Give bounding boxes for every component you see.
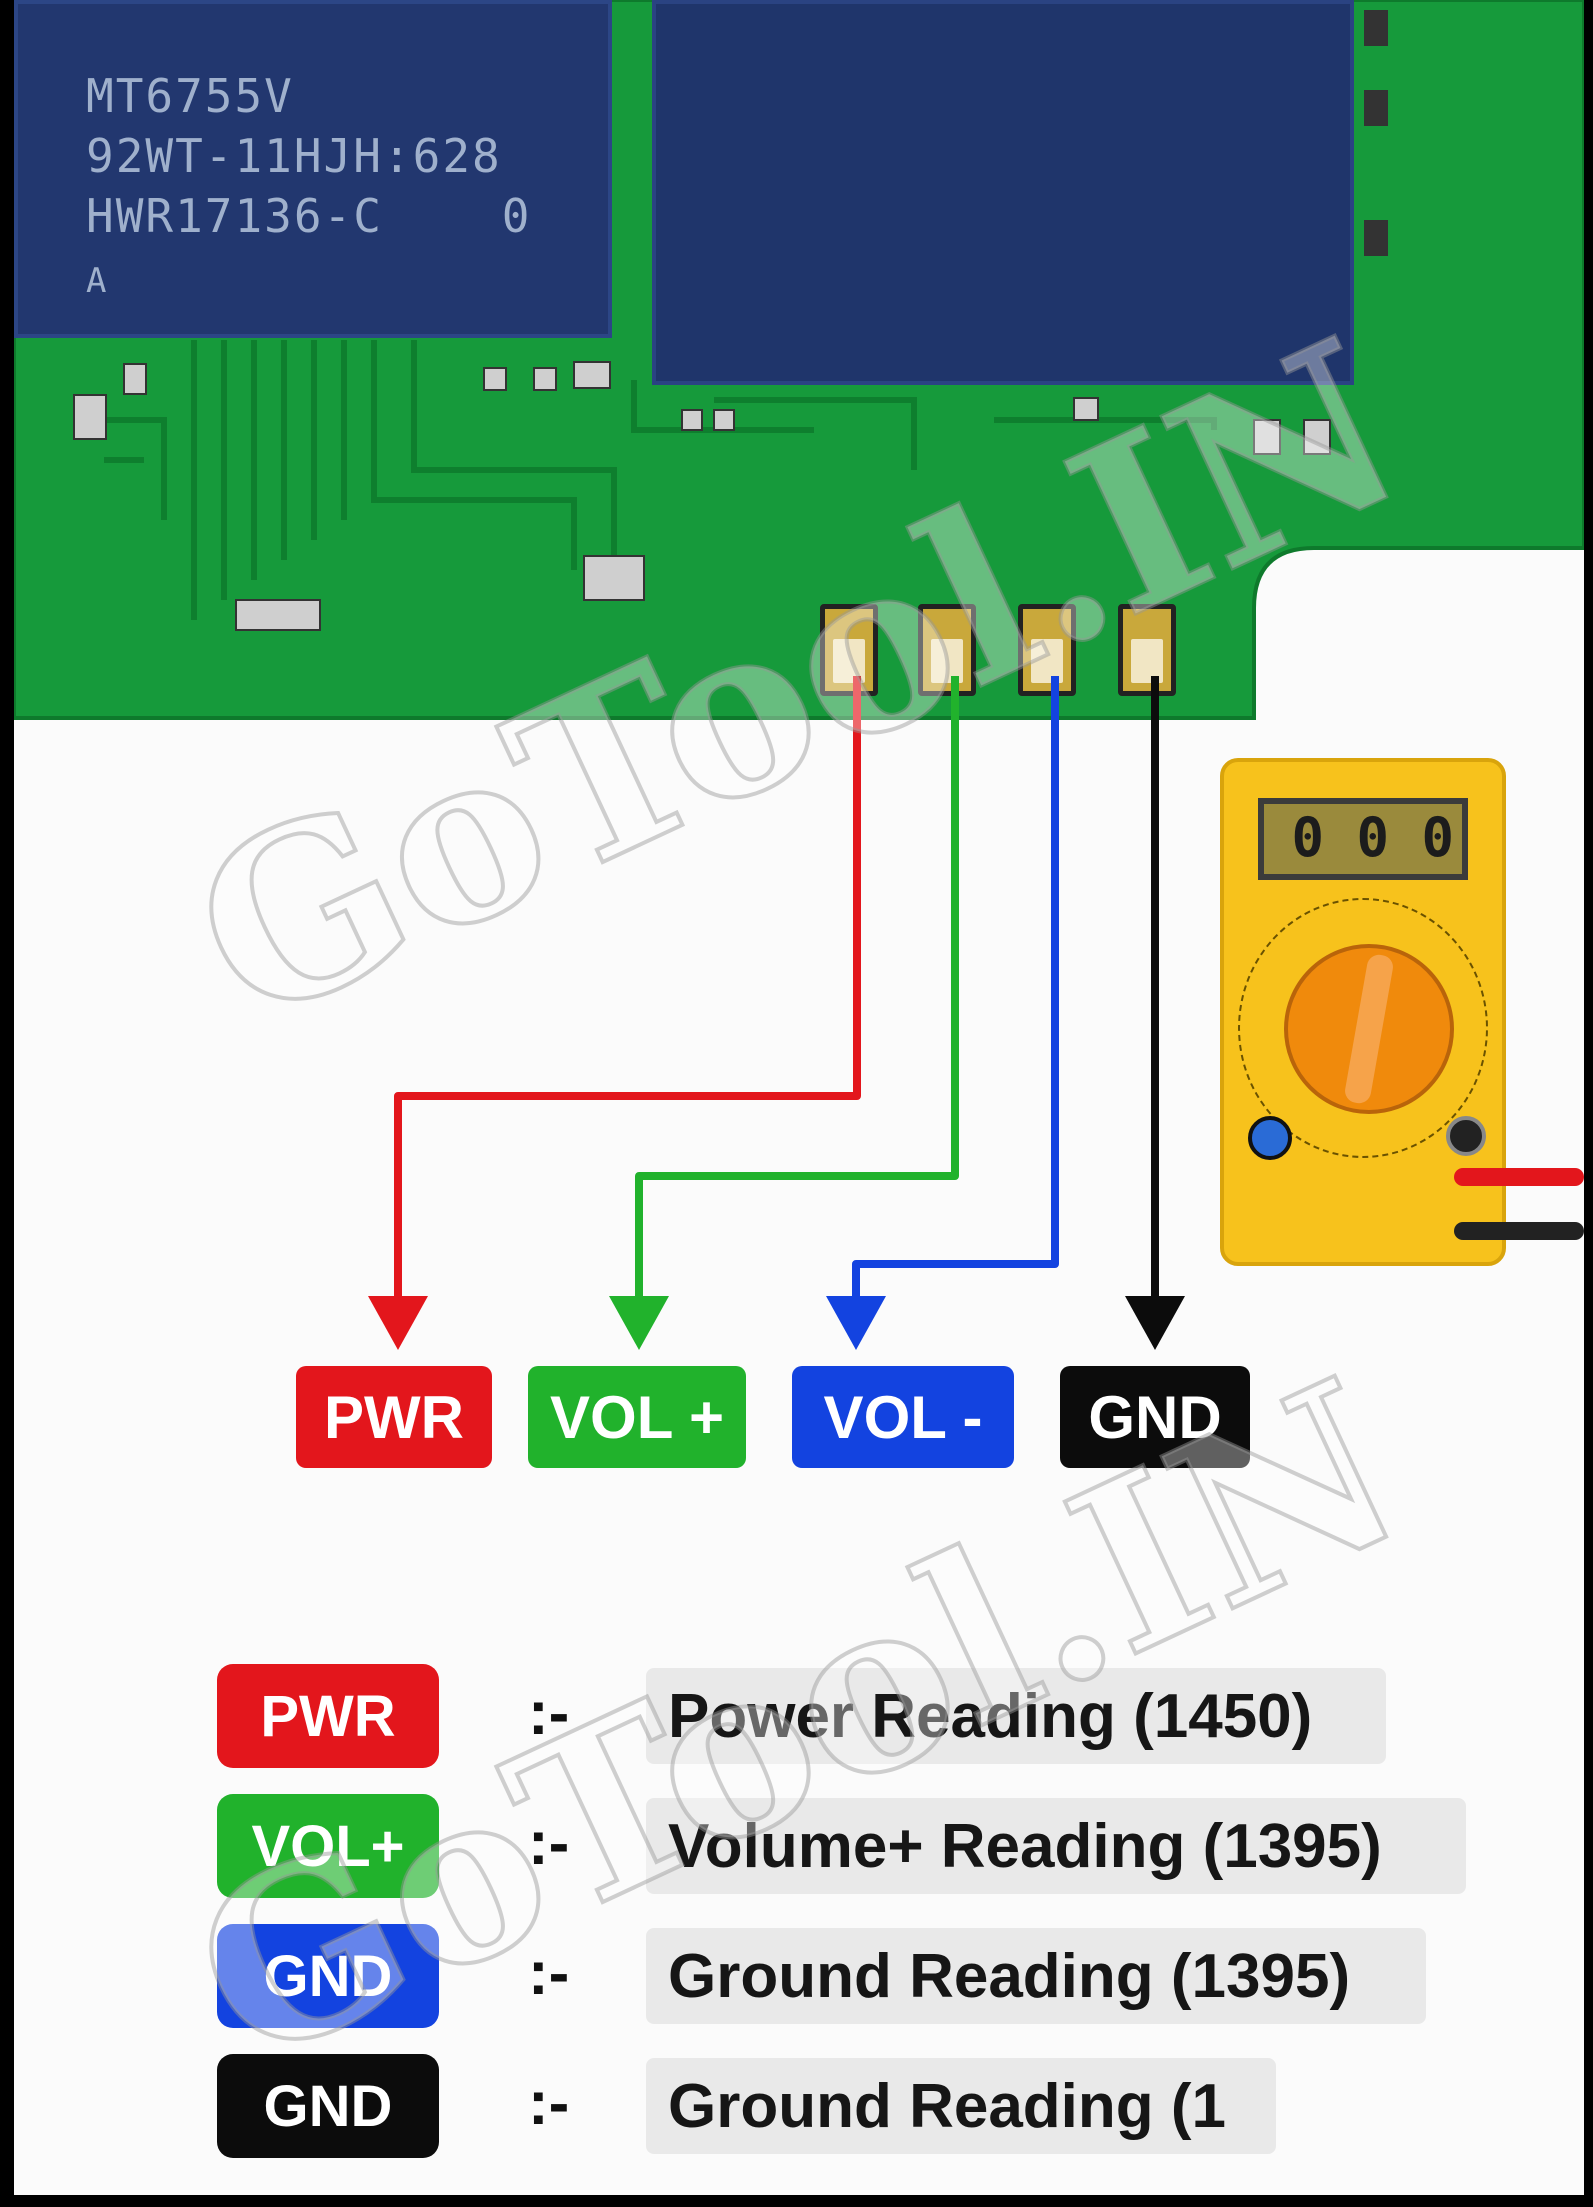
diagram-frame: MT6755V 92WT-11HJH:628 HWR17136-C 0 A 0 … (14, 0, 1584, 2195)
chip-marking: MT6755V 92WT-11HJH:628 HWR17136-C 0 A (86, 69, 532, 301)
legend-badge-pwr: PWR (217, 1664, 439, 1768)
legend-row-pwr: PWR :- Power Reading (1450) (14, 1664, 1584, 1774)
legend-row-vol-plus: VOL+ :- Volume+ Reading (1395) (14, 1794, 1584, 1904)
vol-plus-arrow (609, 1296, 669, 1350)
legend-separator: :- (528, 1939, 570, 2008)
multimeter: 0 0 0 (1220, 758, 1506, 1266)
red-probe-cable (1454, 1168, 1584, 1186)
legend-reading-vol-plus: Volume+ Reading (1395) (646, 1798, 1466, 1894)
legend-row-gnd-black: GND :- Ground Reading (1 (14, 2054, 1584, 2164)
label-pwr: PWR (296, 1366, 492, 1468)
label-gnd: GND (1060, 1366, 1250, 1468)
legend-badge-gnd-blue: GND (217, 1924, 439, 2028)
zero-adjust-knob (1248, 1116, 1292, 1160)
pwr-wire (394, 676, 861, 1296)
legend-reading-gnd-blue: Ground Reading (1395) (646, 1928, 1426, 2024)
label-vol-plus: VOL + (528, 1366, 746, 1468)
memory-chip (652, 0, 1354, 385)
legend-badge-gnd-black: GND (217, 2054, 439, 2158)
vol-minus-arrow (826, 1296, 886, 1350)
test-pad-pwr (820, 604, 878, 696)
legend-row-gnd-blue: GND :- Ground Reading (1395) (14, 1924, 1584, 2034)
black-probe-cable (1454, 1222, 1584, 1240)
pwr-arrow (368, 1296, 428, 1350)
multimeter-scale (1238, 898, 1488, 1158)
wire-diagram (368, 676, 1185, 1350)
soc-chip: MT6755V 92WT-11HJH:628 HWR17136-C 0 A (14, 0, 612, 338)
legend-badge-vol-plus: VOL+ (217, 1794, 439, 1898)
rotary-dial (1284, 944, 1454, 1114)
gnd-arrow (1125, 1296, 1185, 1350)
probe-jack (1446, 1116, 1486, 1156)
label-vol-minus: VOL - (792, 1366, 1014, 1468)
vol-plus-wire (635, 676, 959, 1296)
legend-reading-pwr: Power Reading (1450) (646, 1668, 1386, 1764)
test-pad-vol-minus (1018, 604, 1076, 696)
legend-separator: :- (528, 1679, 570, 1748)
legend-separator: :- (528, 1809, 570, 1878)
test-pad-gnd (1118, 604, 1176, 696)
legend-reading-gnd-black: Ground Reading (1 (646, 2058, 1276, 2154)
vol-minus-wire (852, 676, 1059, 1296)
multimeter-display: 0 0 0 (1258, 798, 1468, 880)
test-pad-vol-plus (918, 604, 976, 696)
legend-separator: :- (528, 2069, 570, 2138)
